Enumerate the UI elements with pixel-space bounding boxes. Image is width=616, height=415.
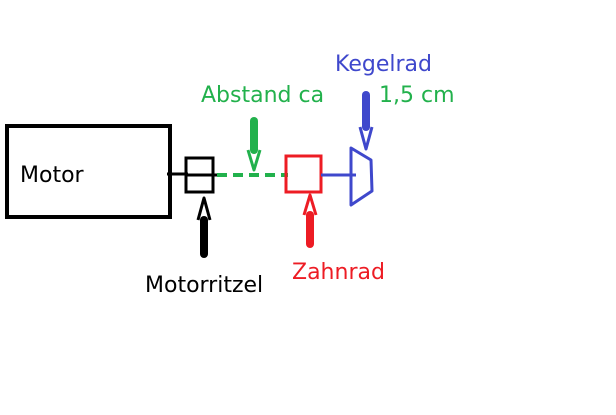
motorritzel-label: Motorritzel xyxy=(145,273,263,298)
zahnrad-label: Zahnrad xyxy=(292,260,385,285)
motor-label: Motor xyxy=(20,163,85,188)
abstand-value-label: 1,5 cm xyxy=(379,83,455,108)
motor-box xyxy=(5,124,172,219)
abstand-label: Abstand ca xyxy=(201,83,324,108)
zahnrad-arrow-icon xyxy=(302,193,318,248)
kegelrad-arrow-icon xyxy=(358,91,374,151)
zahnrad-box xyxy=(284,154,323,194)
kegelrad-shape xyxy=(349,146,374,207)
kegelrad-label: Kegelrad xyxy=(335,52,432,77)
abstand-arrow-icon xyxy=(246,117,262,172)
motorritzel-arrow-icon xyxy=(196,196,212,258)
